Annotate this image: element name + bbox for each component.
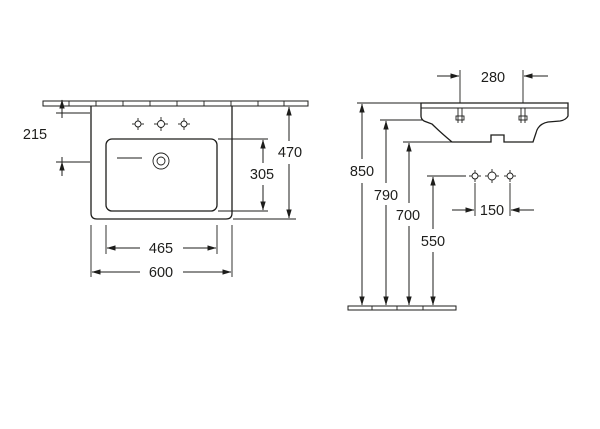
dimension-150: 150 [452, 183, 534, 219]
dimension-550: 550 [421, 175, 466, 306]
dimension-305: 305 [218, 138, 274, 212]
dim-600-label: 600 [149, 265, 173, 281]
dim-465-label: 465 [149, 241, 173, 257]
basin-outline [90, 106, 233, 220]
dimension-600: 600 [90, 225, 233, 281]
basin-bowl [105, 138, 218, 212]
dim-850-label: 850 [350, 164, 374, 180]
dim-305-label: 305 [250, 167, 274, 183]
dim-550-label: 550 [421, 234, 445, 250]
dim-150-label: 150 [480, 203, 504, 219]
dim-700-label: 700 [396, 208, 420, 224]
basin-side-profile [420, 102, 569, 143]
dim-215-label: 215 [23, 127, 47, 143]
dimension-215: 215 [23, 99, 90, 176]
front-view: 215 470 305 [23, 99, 309, 281]
drain-icon [117, 152, 170, 170]
dim-280-label: 280 [481, 70, 505, 86]
floor-strip [347, 305, 457, 311]
front-wall-strip [42, 100, 309, 107]
dimension-790: 790 [374, 119, 423, 306]
dimension-280: 280 [437, 70, 548, 103]
connection-symbol-icons [469, 169, 516, 183]
tap-hole-icons [132, 117, 190, 131]
dim-470-label: 470 [278, 145, 302, 161]
dimension-465: 465 [105, 225, 218, 257]
dimension-850: 850 [350, 102, 421, 306]
side-view: 280 850 790 700 [347, 70, 569, 311]
dimension-700: 700 [396, 141, 452, 306]
dim-790-label: 790 [374, 188, 398, 204]
dimension-470: 470 [233, 105, 302, 220]
